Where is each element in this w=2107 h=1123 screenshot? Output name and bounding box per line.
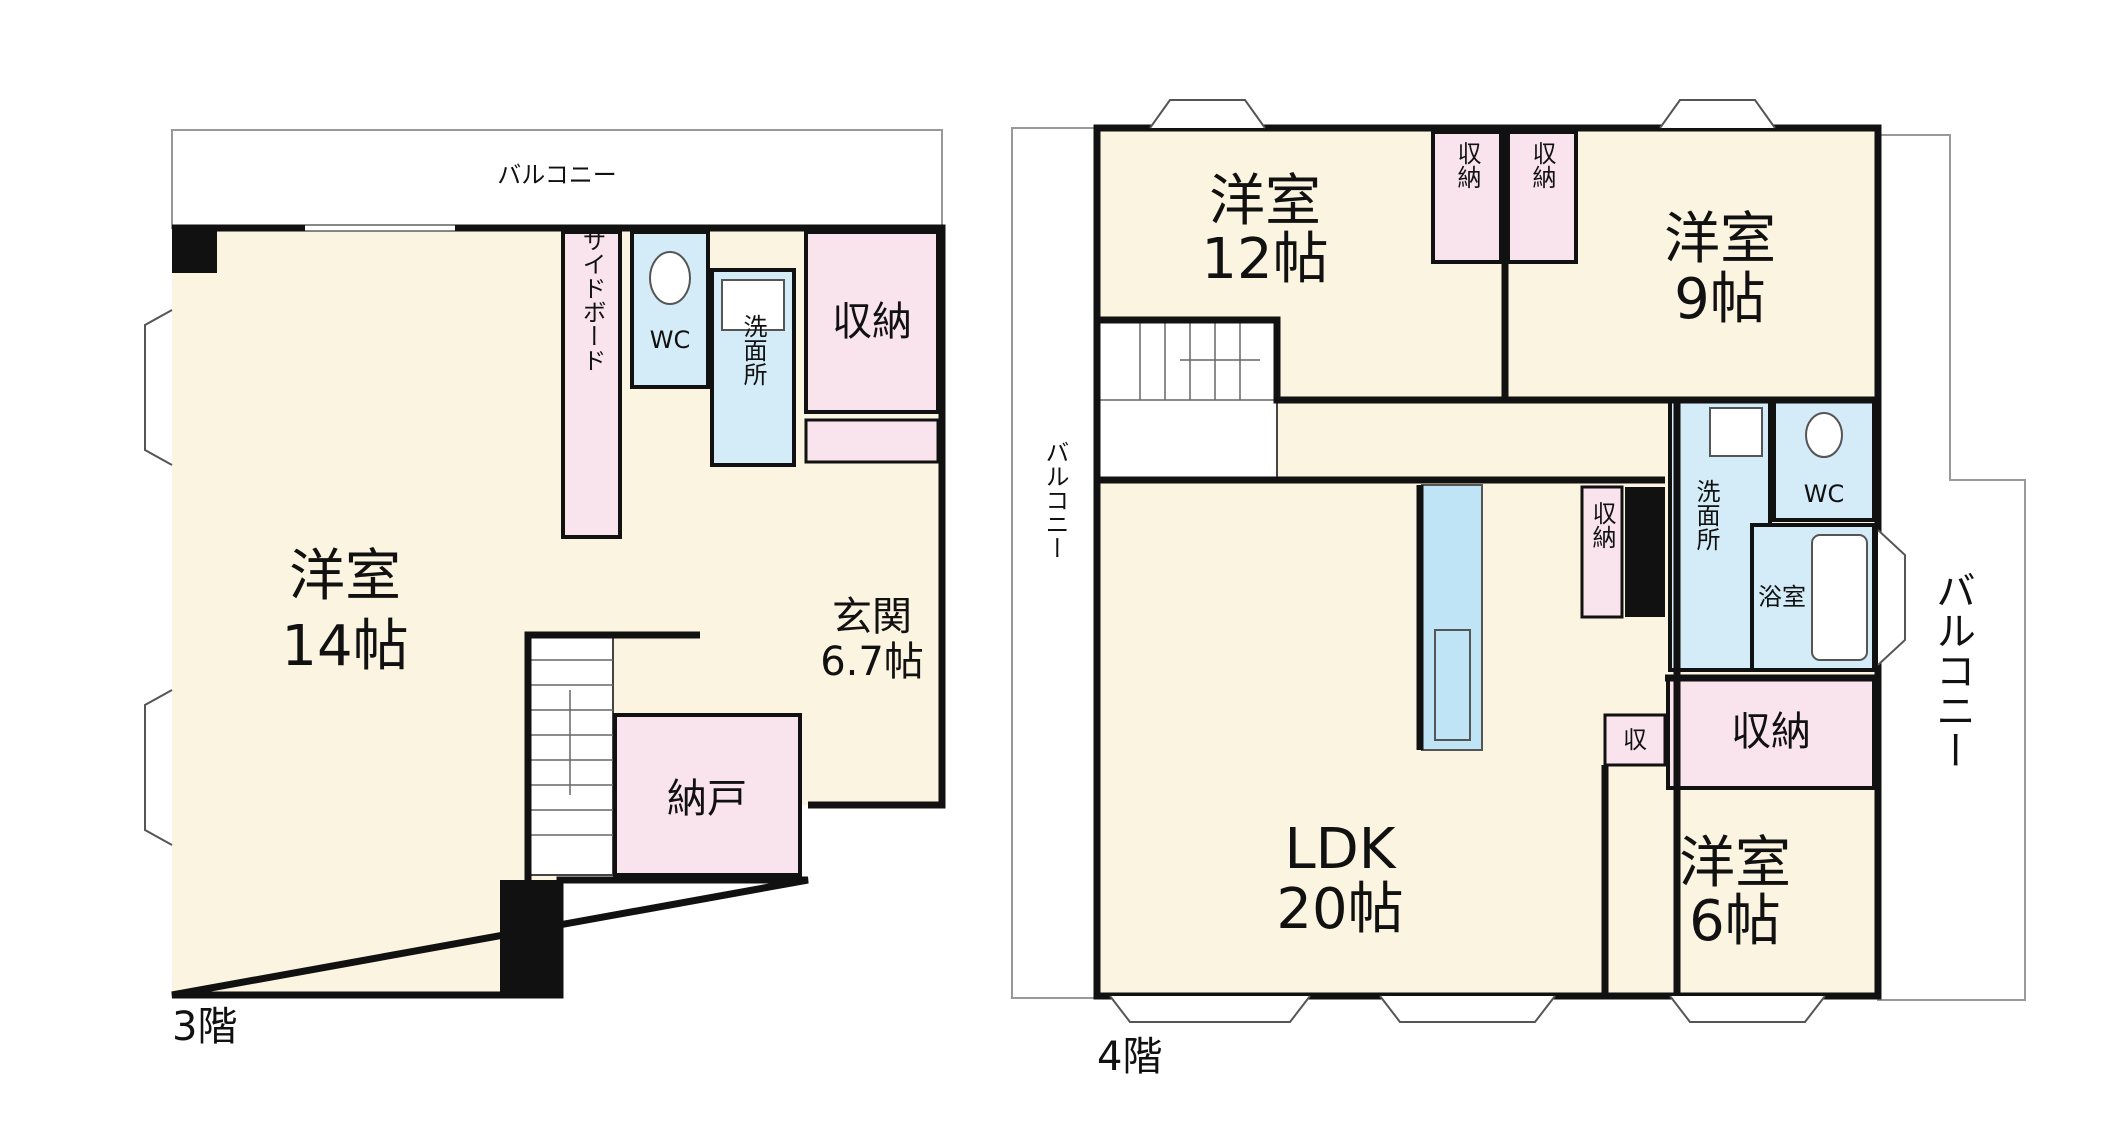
floor3-toilet-icon (649, 251, 691, 305)
floor4-storage-a-label: 収納 (1453, 141, 1481, 189)
floor3-sideboard-label: サイドボード (578, 228, 606, 372)
floor4-storage-small (1603, 713, 1667, 767)
floor4-floor-label: 4階 (1097, 1034, 1162, 1080)
floor3-storage-label: 収納 (832, 299, 912, 345)
floor3-wc-label: WC (650, 326, 691, 354)
floor3-room-size: 14帖 (281, 614, 408, 679)
floor3-closet (613, 713, 802, 877)
floor3-entrance-size: 6.7帖 (820, 639, 924, 685)
floor3-balcony-label: バルコニー (497, 161, 617, 189)
floor4-storage-b-label: 収納 (1528, 141, 1556, 189)
floor4-ldk-name: LDK (1284, 817, 1396, 882)
floor3-bay-window-2 (144, 689, 173, 846)
floor4-wc-label: WC (1804, 480, 1845, 508)
floor4-washroom-label: 洗面所 (1692, 479, 1720, 551)
floor4-bay-window-5 (1669, 995, 1826, 1023)
floor3-shoe-storage (804, 418, 940, 464)
floor4-ldk-size: 20帖 (1276, 877, 1403, 942)
floor4-storage-hall-label: 収納 (1588, 501, 1616, 549)
floor4-bay-window-4 (1379, 995, 1556, 1023)
floor4-room12-name: 洋室 (1209, 169, 1321, 234)
floor4-storage-big-label: 収納 (1731, 709, 1811, 755)
floor4-plan: 洋室 12帖 洋室 9帖 洋室 6帖 LDK 20帖 収納 収納 収納 収納 収… (1011, 99, 2026, 1080)
floor4-storage-small-label: 収 (1623, 726, 1647, 754)
floor3-sink-icon (721, 279, 785, 331)
floor4-room9-name: 洋室 (1664, 207, 1776, 272)
floor3-column (172, 228, 217, 273)
floor4-room6-name: 洋室 (1679, 831, 1791, 896)
floor3-stair-wall (524, 631, 700, 995)
floor4-balcony-left (1011, 127, 1098, 999)
floor4-bathtub-icon (1811, 534, 1868, 661)
floor4-sink-counter (1434, 629, 1471, 741)
floor3-entrance-name: 玄関 (832, 594, 912, 640)
floor4-storage-a (1431, 130, 1503, 264)
floor3-washroom-label: 洗面所 (739, 314, 767, 386)
floor4-room9-size: 9帖 (1674, 267, 1766, 332)
floor3-sideboard (561, 230, 622, 539)
floor3-room-name: 洋室 (289, 544, 401, 609)
floor4-room6-size: 6帖 (1689, 889, 1781, 954)
floor4-balcony-right-label: バルコニー (1929, 570, 1975, 770)
floor4-storage-hall (1580, 485, 1624, 619)
floor4-room12-size: 12帖 (1201, 227, 1328, 292)
floor4-bath-label: 浴室 (1758, 583, 1806, 611)
floor3-closet-label: 納戸 (667, 776, 747, 822)
floor4-bay-window-3 (1109, 995, 1311, 1023)
floor3-bay-window-1 (144, 309, 173, 466)
floor3-floor-label: 3階 (172, 1004, 237, 1050)
floor4-storage-b (1506, 130, 1578, 264)
floor4-toilet-icon (1805, 412, 1843, 458)
floor3-plan: バルコニー 洋室 14帖 サイドボード WC 洗面所 収納 玄関 6.7帖 納戸… (144, 129, 946, 1050)
floor4-bay-window-1 (1149, 99, 1266, 129)
floor4-pillar (1625, 487, 1665, 617)
floor4-inner-walls (1097, 128, 1878, 996)
floor4-balcony-left-label: バルコニー (1041, 440, 1069, 560)
floor3-storage (804, 230, 940, 414)
floor3-balcony (171, 129, 943, 229)
floor4-bay-window-6 (1877, 529, 1906, 666)
floor4-balcony-right (1877, 134, 2026, 1001)
floor4-bay-window-2 (1659, 99, 1776, 129)
floor4-storage-big (1666, 676, 1876, 790)
floor4-sink-icon (1709, 407, 1763, 457)
